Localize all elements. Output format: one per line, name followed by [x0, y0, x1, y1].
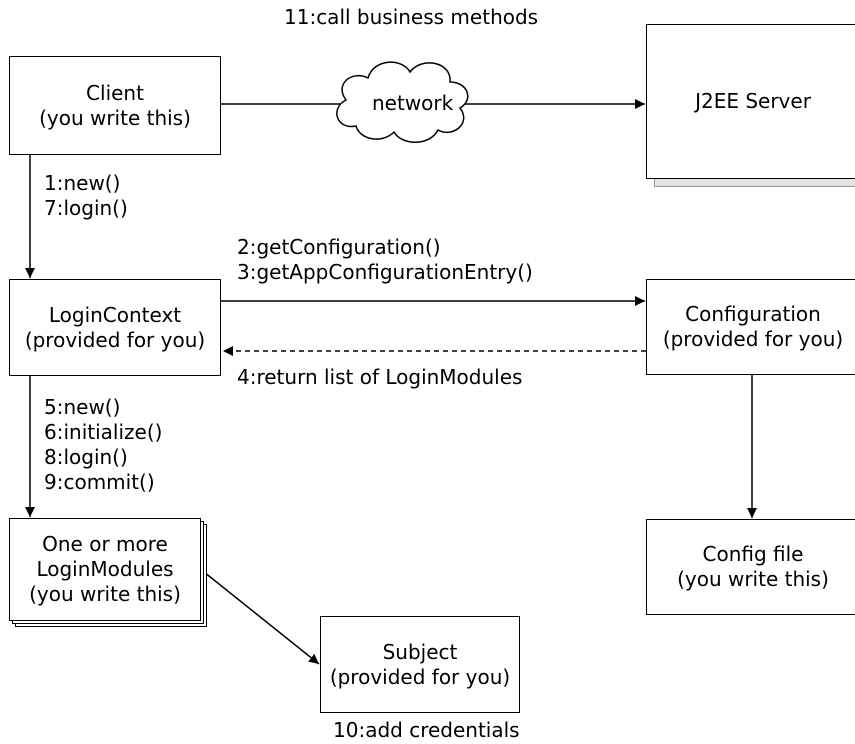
subject-title: Subject [382, 639, 458, 664]
loginmodules-line2: LoginModules [36, 557, 174, 581]
label-call-business-methods: 11:call business methods [284, 5, 539, 29]
configuration-subtitle: (provided for you) [662, 327, 844, 351]
configuration-box: Configuration (provided for you) [646, 279, 855, 375]
label-loginmodule-calls: 5:new() 6:initialize() 8:login() 9:commi… [44, 395, 162, 495]
client-title: Client [86, 80, 144, 105]
loginmodules-line1: One or more [42, 532, 168, 556]
label-configuration-calls: 2:getConfiguration() 3:getAppConfigurati… [237, 235, 533, 285]
logincontext-subtitle: (provided for you) [24, 327, 206, 352]
label-client-new: 1:new() [44, 171, 121, 195]
client-subtitle: (you write this) [39, 105, 191, 130]
configfile-box: Config file (you write this) [646, 519, 855, 615]
label-get-configuration: 2:getConfiguration() [237, 235, 441, 259]
network-label: network [372, 91, 454, 115]
j2ee-server-box: J2EE Server [646, 24, 855, 179]
loginmodules-box: One or more LoginModules (you write this… [9, 518, 201, 621]
client-box: Client (you write this) [9, 56, 221, 155]
label-lm-new: 5:new() [44, 395, 121, 419]
j2ee-server-title: J2EE Server [695, 89, 811, 113]
label-lm-initialize: 6:initialize() [44, 420, 163, 444]
label-lm-commit: 9:commit() [44, 470, 155, 494]
edge-loginmodules-subject [203, 571, 320, 665]
subject-box: Subject (provided for you) [320, 616, 520, 713]
label-client-calls: 1:new() 7:login() [44, 171, 128, 221]
label-lm-login: 8:login() [44, 445, 128, 469]
label-add-credentials: 10:add credentials [333, 718, 520, 742]
loginmodules-line3: (you write this) [29, 582, 181, 606]
configfile-title: Config file [702, 542, 804, 566]
logincontext-box: LoginContext (provided for you) [9, 279, 221, 376]
configfile-subtitle: (you write this) [677, 567, 829, 591]
label-return-loginmodules: 4:return list of LoginModules [237, 365, 523, 389]
subject-subtitle: (provided for you) [329, 664, 511, 689]
network-cloud [336, 61, 469, 143]
label-client-login: 7:login() [44, 196, 128, 220]
label-get-app-config-entry: 3:getAppConfigurationEntry() [237, 260, 533, 284]
configuration-title: Configuration [685, 302, 821, 326]
logincontext-title: LoginContext [48, 302, 182, 327]
